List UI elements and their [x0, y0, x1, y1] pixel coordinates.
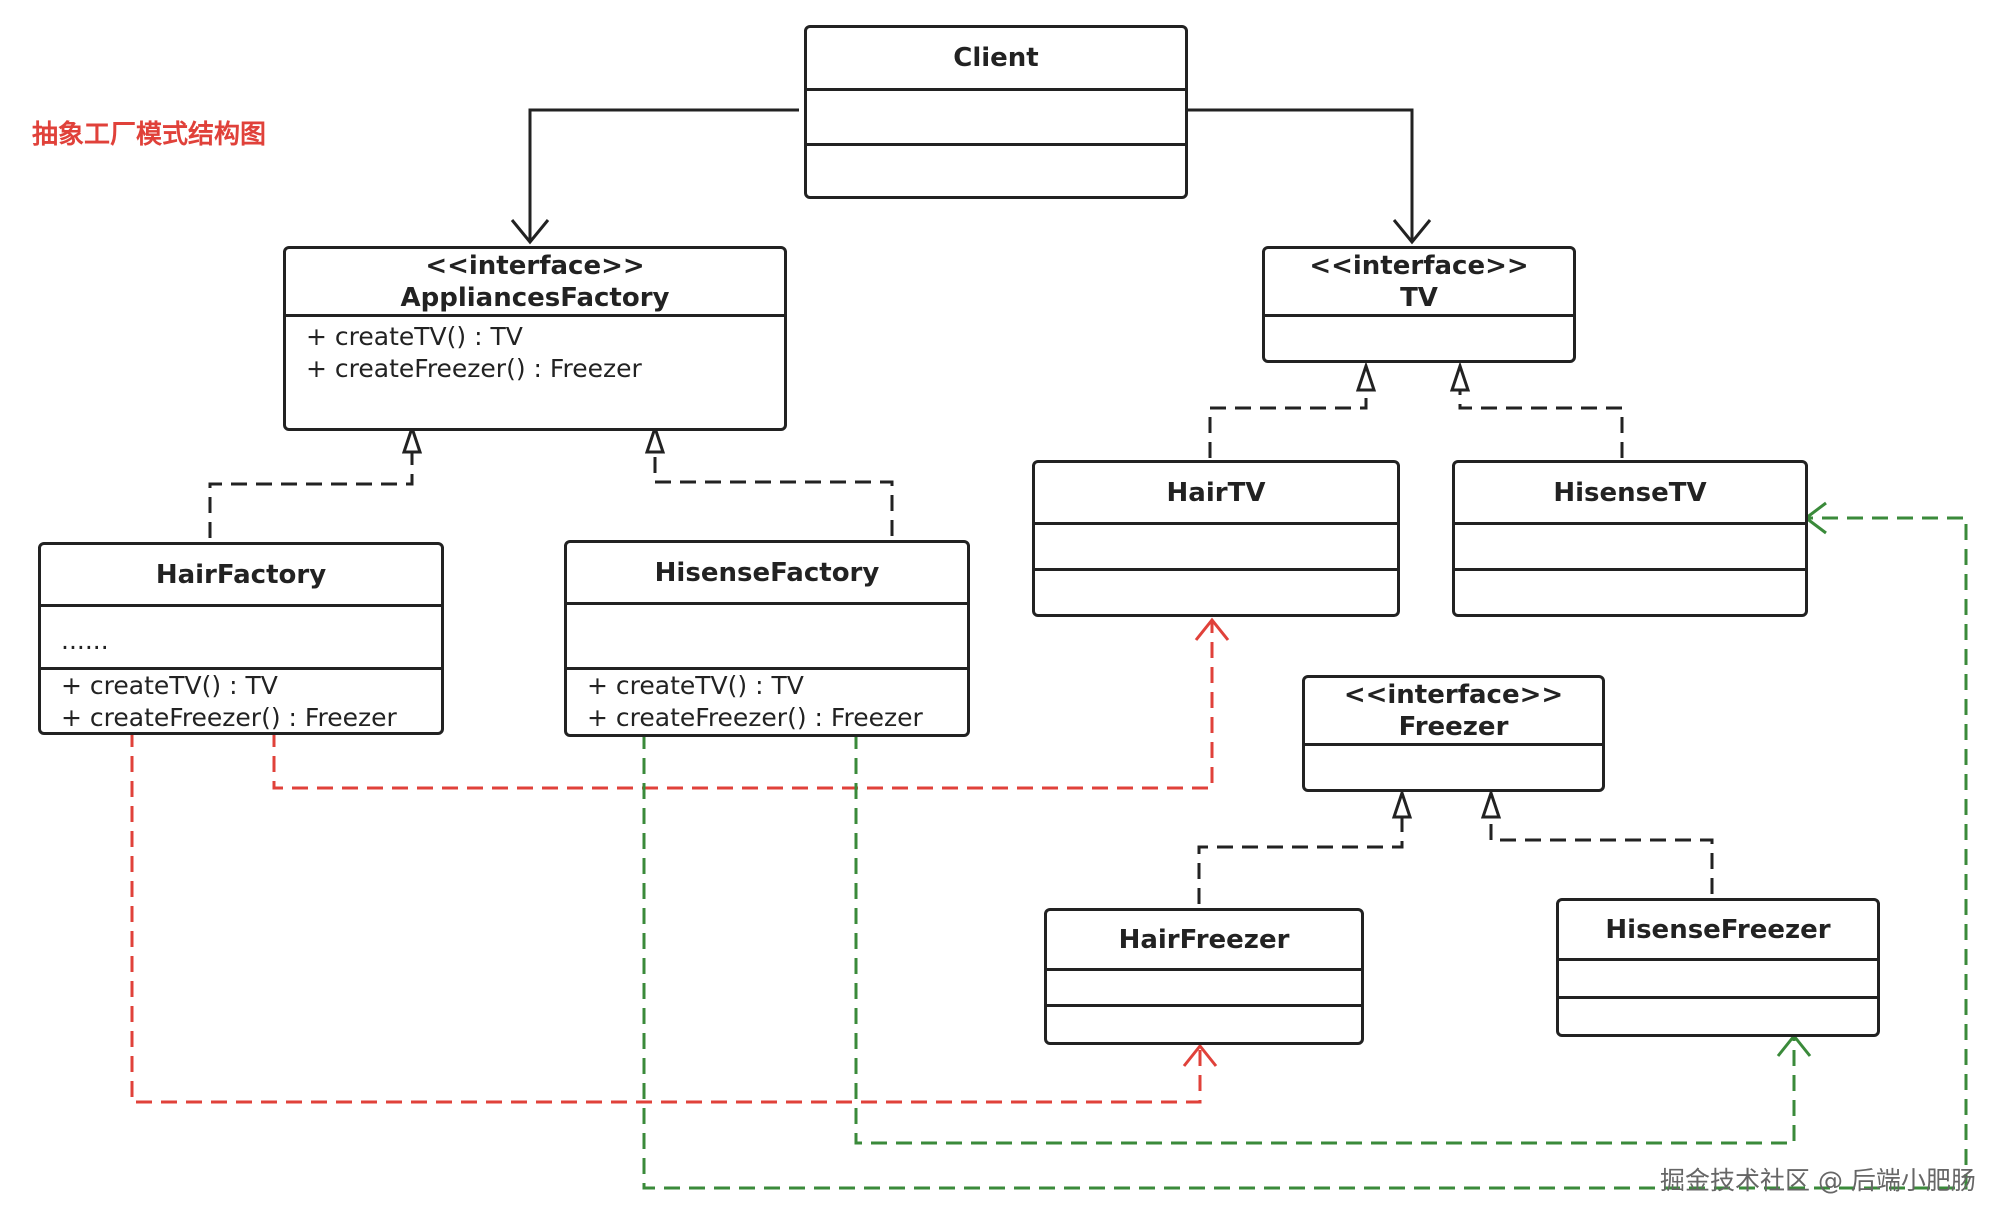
- methods-section: + createTV() : TV + createFreezer() : Fr…: [41, 670, 441, 732]
- class-name: Freezer: [1398, 711, 1509, 742]
- attributes-section: [567, 605, 967, 670]
- attribute-ellipsis: ......: [61, 626, 109, 655]
- class-header: <<interface>> TV: [1265, 249, 1573, 317]
- stereotype-label: <<interface>>: [1343, 679, 1564, 710]
- client-to-appliancesfactory-association: [510, 108, 799, 245]
- class-header: HisenseTV: [1455, 463, 1805, 525]
- method-item: + createFreezer() : Freezer: [306, 354, 642, 383]
- attributes-section: ......: [41, 607, 441, 670]
- class-header: HisenseFactory: [567, 543, 967, 605]
- attributes-section: [1455, 525, 1805, 571]
- watermark-text: 掘金技术社区 @ 后端小肥肠: [1660, 1166, 1976, 1195]
- class-hisensefactory[interactable]: HisenseFactory + createTV() : TV + creat…: [564, 540, 970, 737]
- class-header: <<interface>> AppliancesFactory: [286, 249, 784, 317]
- hisensefreezer-realizes-freezer: [1480, 788, 1714, 894]
- class-tv[interactable]: <<interface>> TV: [1262, 246, 1576, 363]
- class-name: HairTV: [1166, 477, 1266, 508]
- attributes-section: [1035, 525, 1397, 571]
- class-hairfactory[interactable]: HairFactory ...... + createTV() : TV + c…: [38, 542, 444, 735]
- class-name: HairFreezer: [1118, 924, 1290, 955]
- class-hairtv[interactable]: HairTV: [1032, 460, 1400, 617]
- class-name: AppliancesFactory: [400, 282, 670, 313]
- hairfactory-realizes-appliancesfactory: [208, 423, 423, 538]
- hairfactory-depends-hairtv: [272, 617, 1230, 790]
- class-name: HisenseFactory: [654, 557, 880, 588]
- hairfactory-depends-hairfreezer: [130, 731, 1218, 1104]
- methods-section: + createTV() : TV + createFreezer() : Fr…: [567, 670, 967, 734]
- hisensefactory-realizes-appliancesfactory: [644, 423, 894, 536]
- class-header: HisenseFreezer: [1559, 901, 1877, 961]
- method-item: + createTV() : TV: [587, 671, 804, 700]
- class-header: <<interface>> Freezer: [1305, 678, 1602, 746]
- class-header: HairTV: [1035, 463, 1397, 525]
- class-name: HairFactory: [155, 559, 327, 590]
- class-client[interactable]: Client: [804, 25, 1188, 199]
- client-to-tv-association: [1182, 108, 1432, 245]
- method-item: + createFreezer() : Freezer: [587, 703, 923, 732]
- methods-section: + createTV() : TV + createFreezer() : Fr…: [286, 317, 784, 385]
- class-hairfreezer[interactable]: HairFreezer: [1044, 908, 1364, 1045]
- diagram-title: 抽象工厂模式结构图: [32, 120, 267, 150]
- hairtv-realizes-tv: [1208, 361, 1377, 458]
- class-header: HairFreezer: [1047, 911, 1361, 971]
- method-item: + createTV() : TV: [61, 671, 278, 700]
- hisensetv-realizes-tv: [1449, 361, 1624, 458]
- class-hisensetv[interactable]: HisenseTV: [1452, 460, 1808, 617]
- class-freezer[interactable]: <<interface>> Freezer: [1302, 675, 1605, 792]
- stereotype-label: <<interface>>: [1309, 250, 1529, 281]
- class-name: Client: [953, 43, 1039, 73]
- attributes-section: [807, 91, 1185, 146]
- class-header: Client: [807, 28, 1185, 91]
- class-name: HisenseFreezer: [1605, 914, 1831, 945]
- attributes-section: [1047, 971, 1361, 1007]
- class-appliancesfactory[interactable]: <<interface>> AppliancesFactory + create…: [283, 246, 787, 431]
- class-header: HairFactory: [41, 545, 441, 607]
- method-item: + createTV() : TV: [306, 322, 523, 351]
- stereotype-label: <<interface>>: [425, 250, 645, 281]
- attributes-section: [1559, 961, 1877, 999]
- class-hisensefreezer[interactable]: HisenseFreezer: [1556, 898, 1880, 1037]
- hairfreezer-realizes-freezer: [1197, 788, 1413, 904]
- class-name: TV: [1400, 282, 1438, 313]
- method-item: + createFreezer() : Freezer: [61, 703, 397, 732]
- class-name: HisenseTV: [1553, 477, 1707, 508]
